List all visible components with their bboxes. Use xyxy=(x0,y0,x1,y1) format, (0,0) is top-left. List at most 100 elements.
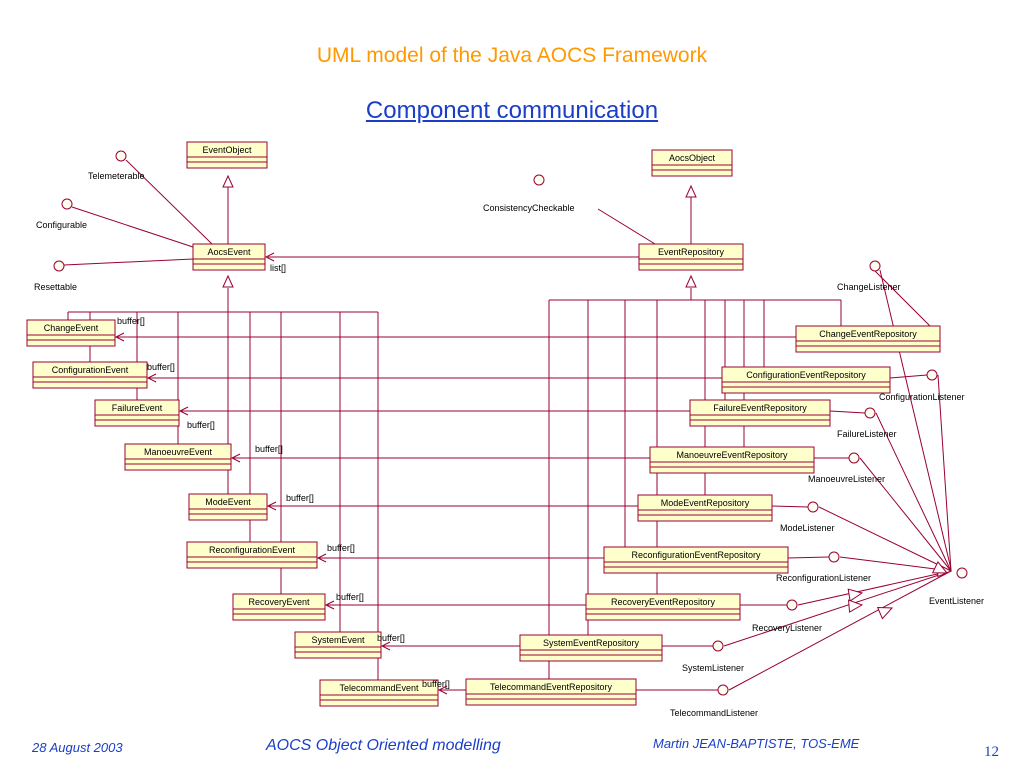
repository-class-6-label: ReconfigurationEventRepository xyxy=(631,550,761,560)
class-event-repository: EventRepository xyxy=(638,243,744,271)
class-event-repository-box xyxy=(638,243,744,271)
change-listener-link xyxy=(874,270,941,337)
listener-link-6 xyxy=(787,556,830,559)
buffer-label-1: buffer[] xyxy=(117,316,145,326)
buffer-label-2: buffer[] xyxy=(147,362,175,372)
event-class-6-label: ReconfigurationEvent xyxy=(209,545,296,555)
class-aocs-event: AocsEvent xyxy=(192,243,266,271)
repository-class-8-label: SystemEventRepository xyxy=(543,638,640,648)
event-class-8-box xyxy=(294,631,382,659)
generalization-arrow-event-repository xyxy=(685,184,697,198)
association-arrow-list xyxy=(264,252,275,262)
repository-child-arrow xyxy=(685,274,697,288)
association-arrow-4 xyxy=(230,453,241,463)
listener-label-9: TelecommandListener xyxy=(670,708,758,718)
slide-title: UML model of the Java AOCS Framework xyxy=(316,44,708,67)
interface-telemeterable xyxy=(115,150,127,162)
listener-8-icon xyxy=(712,640,724,652)
association-arrow-9 xyxy=(437,685,448,695)
footer-course: AOCS Object Oriented modelling xyxy=(266,737,501,754)
realization-telemeterable xyxy=(125,159,213,245)
class-aocs-object-box xyxy=(651,149,733,177)
repository-class-8-box xyxy=(519,634,663,662)
listener-6-icon xyxy=(828,551,840,563)
event-class-5: ModeEvent xyxy=(188,493,268,521)
label-consistency-checkable: ConsistencyCheckable xyxy=(483,203,575,213)
association-arrow-8 xyxy=(380,641,391,651)
listener-9-icon xyxy=(717,684,729,696)
listener-label-8: SystemListener xyxy=(682,663,744,673)
label-resettable: Resettable xyxy=(34,282,77,292)
listener-label-3: FailureListener xyxy=(837,429,897,439)
interface-resettable xyxy=(53,260,65,272)
listener-link-5 xyxy=(771,505,809,508)
repository-class-1-box xyxy=(795,325,941,353)
footer-author: Martin JEAN-BAPTISTE, TOS-EME xyxy=(653,736,860,751)
event-class-9: TelecommandEvent xyxy=(319,679,439,707)
event-class-5-label: ModeEvent xyxy=(205,497,251,507)
repository-class-3-box xyxy=(689,399,831,427)
listener-generalization-5 xyxy=(818,506,952,572)
event-class-7: RecoveryEvent xyxy=(232,593,326,621)
listener-generalization-6 xyxy=(839,556,952,572)
event-class-4-box xyxy=(124,443,232,471)
repository-class-4-label: ManoeuvreEventRepository xyxy=(676,450,788,460)
event-class-8: SystemEvent xyxy=(294,631,382,659)
association-arrow-5 xyxy=(266,501,277,511)
repository-class-9: TelecommandEventRepository xyxy=(465,678,637,706)
realization-resettable xyxy=(63,258,194,266)
association-arrow-6 xyxy=(316,553,327,563)
repository-class-6-box xyxy=(603,546,789,574)
listener-4-icon xyxy=(848,452,860,464)
buffer-label-9: buffer[] xyxy=(422,679,450,689)
event-class-1: ChangeEvent xyxy=(26,319,116,347)
buffer-label-8: buffer[] xyxy=(377,633,405,643)
class-event-object-label: EventObject xyxy=(202,145,252,155)
class-event-object-box xyxy=(186,141,268,169)
repository-class-4-box xyxy=(649,446,815,474)
repository-class-8: SystemEventRepository xyxy=(519,634,663,662)
class-aocs-object-label: AocsObject xyxy=(669,153,716,163)
listener-link-3 xyxy=(829,410,866,414)
association-arrow-7 xyxy=(324,600,335,610)
slide-subtitle[interactable]: Component communication xyxy=(365,97,659,124)
generalization-arrow-aocs-event xyxy=(222,174,234,188)
buffer-label-7: buffer[] xyxy=(336,592,364,602)
listener-label-2: ConfigurationListener xyxy=(879,392,965,402)
listener-label-6: ReconfigurationListener xyxy=(776,573,871,583)
page-number: 12 xyxy=(984,744,999,760)
event-listener-arrow-2 xyxy=(931,561,949,574)
event-class-1-box xyxy=(26,319,116,347)
repository-class-2: ConfigurationEventRepository xyxy=(721,366,891,394)
repository-class-5-box xyxy=(637,494,773,522)
label-change-listener: ChangeListener xyxy=(837,282,901,292)
listener-generalization-9 xyxy=(728,570,952,691)
buffer-label-6: buffer[] xyxy=(327,543,355,553)
realization-configurable xyxy=(71,206,197,249)
listener-generalization-2 xyxy=(937,374,952,572)
repository-class-2-label: ConfigurationEventRepository xyxy=(746,370,866,380)
listener-5-icon xyxy=(807,501,819,513)
repository-class-2-box xyxy=(721,366,891,394)
event-listener-arrow-4 xyxy=(847,599,864,613)
label-telemeterable: Telemeterable xyxy=(88,171,145,181)
listener-generalization-3 xyxy=(875,412,952,572)
event-class-4: ManoeuvreEvent xyxy=(124,443,232,471)
event-class-6: ReconfigurationEvent xyxy=(186,541,318,569)
change-listener-generalization xyxy=(879,269,952,570)
event-class-1-label: ChangeEvent xyxy=(44,323,99,333)
listener-generalization-8 xyxy=(723,570,952,647)
repository-class-3-label: FailureEventRepository xyxy=(713,403,807,413)
association-arrow-1 xyxy=(114,332,125,342)
repository-class-7-label: RecoveryEventRepository xyxy=(611,597,716,607)
label-configurable: Configurable xyxy=(36,220,87,230)
footer-date: 28 August 2003 xyxy=(32,740,123,755)
interface-consistency-checkable xyxy=(533,174,545,186)
association-arrow-3 xyxy=(178,406,189,416)
listener-link-2 xyxy=(889,374,928,379)
event-class-9-label: TelecommandEvent xyxy=(339,683,419,693)
listener-label-7: RecoveryListener xyxy=(752,623,822,633)
event-class-7-label: RecoveryEvent xyxy=(248,597,310,607)
event-class-2-label: ConfigurationEvent xyxy=(52,365,129,375)
